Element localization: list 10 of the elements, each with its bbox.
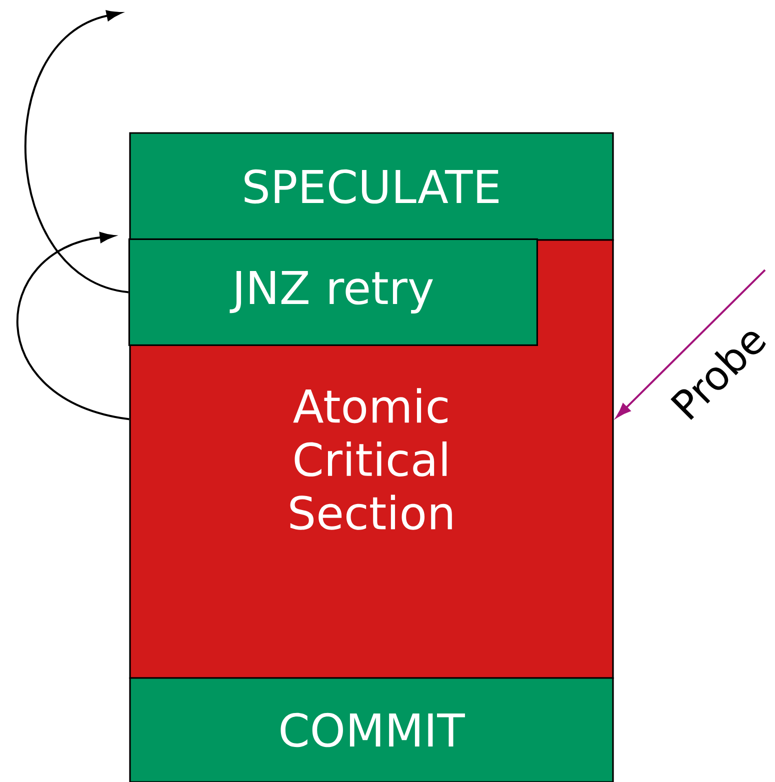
box-label: SPECULATE xyxy=(244,169,498,204)
phase-box xyxy=(129,132,614,241)
arrow xyxy=(24,10,129,294)
box-label: Atomic Critical Section xyxy=(290,388,452,530)
box-label: JNZ retry xyxy=(230,270,433,314)
arrow xyxy=(616,269,766,418)
box-label: COMMIT xyxy=(280,712,465,748)
phase-box xyxy=(129,677,614,782)
arrow xyxy=(16,232,130,420)
instruction-box xyxy=(128,238,538,346)
